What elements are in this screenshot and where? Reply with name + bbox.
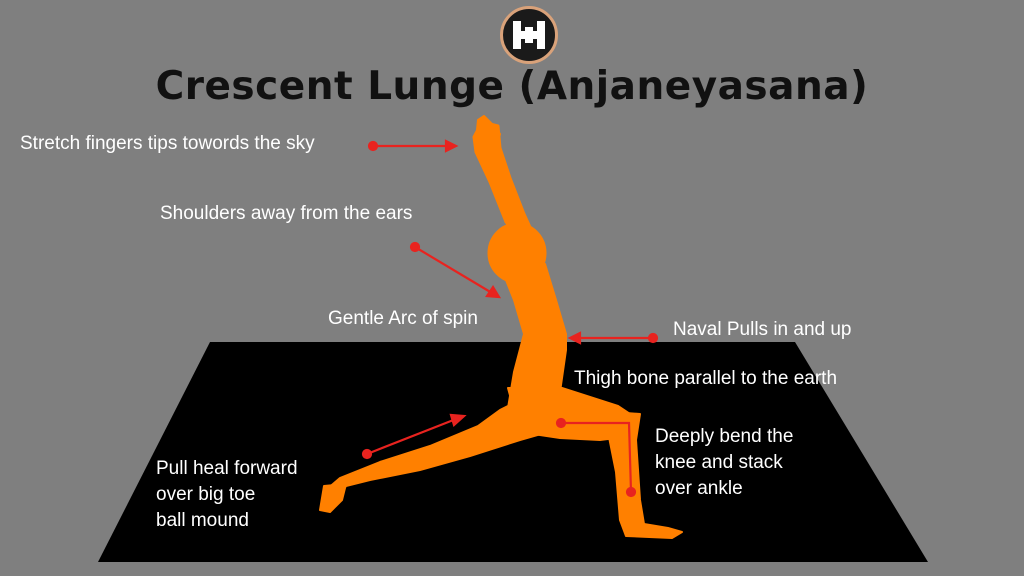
pointer-shoulders <box>409 241 502 299</box>
label-knee-line-3: over ankle <box>655 478 743 499</box>
label-naval: Naval Pulls in and up <box>673 319 852 340</box>
label-heel-line-3: ball mound <box>156 510 249 531</box>
label-knee-line-1: Deeply bend the <box>655 426 794 447</box>
label-thigh: Thigh bone parallel to the earth <box>574 368 838 389</box>
back-foot <box>319 483 347 513</box>
pointer-naval <box>567 331 659 345</box>
label-heel-line-2: over big toe <box>156 484 256 505</box>
yoga-mat <box>98 342 928 562</box>
brand-logo <box>500 6 558 64</box>
pointer-fingers <box>367 139 459 153</box>
label-heel-line-1: Pull heal forward <box>156 458 298 479</box>
pointer-heel <box>361 413 467 460</box>
pointer-knee <box>555 417 637 498</box>
dumbbell-h-logo-icon <box>513 21 545 49</box>
page-title: Crescent Lunge (Anjaneyasana) <box>155 64 869 109</box>
label-fingers: Stretch fingers tips towords the sky <box>20 133 315 154</box>
label-arc: Gentle Arc of spin <box>328 308 478 329</box>
pointers <box>361 139 659 498</box>
yoga-figure-silhouette <box>319 115 683 539</box>
label-knee-line-2: knee and stack <box>655 452 783 473</box>
label-knee: Deeply bend the knee and stack over ankl… <box>655 424 793 502</box>
hand <box>475 115 501 151</box>
label-heel: Pull heal forward over big toe ball moun… <box>156 456 298 534</box>
front-shin <box>607 411 683 539</box>
label-shoulders: Shoulders away from the ears <box>160 203 413 224</box>
